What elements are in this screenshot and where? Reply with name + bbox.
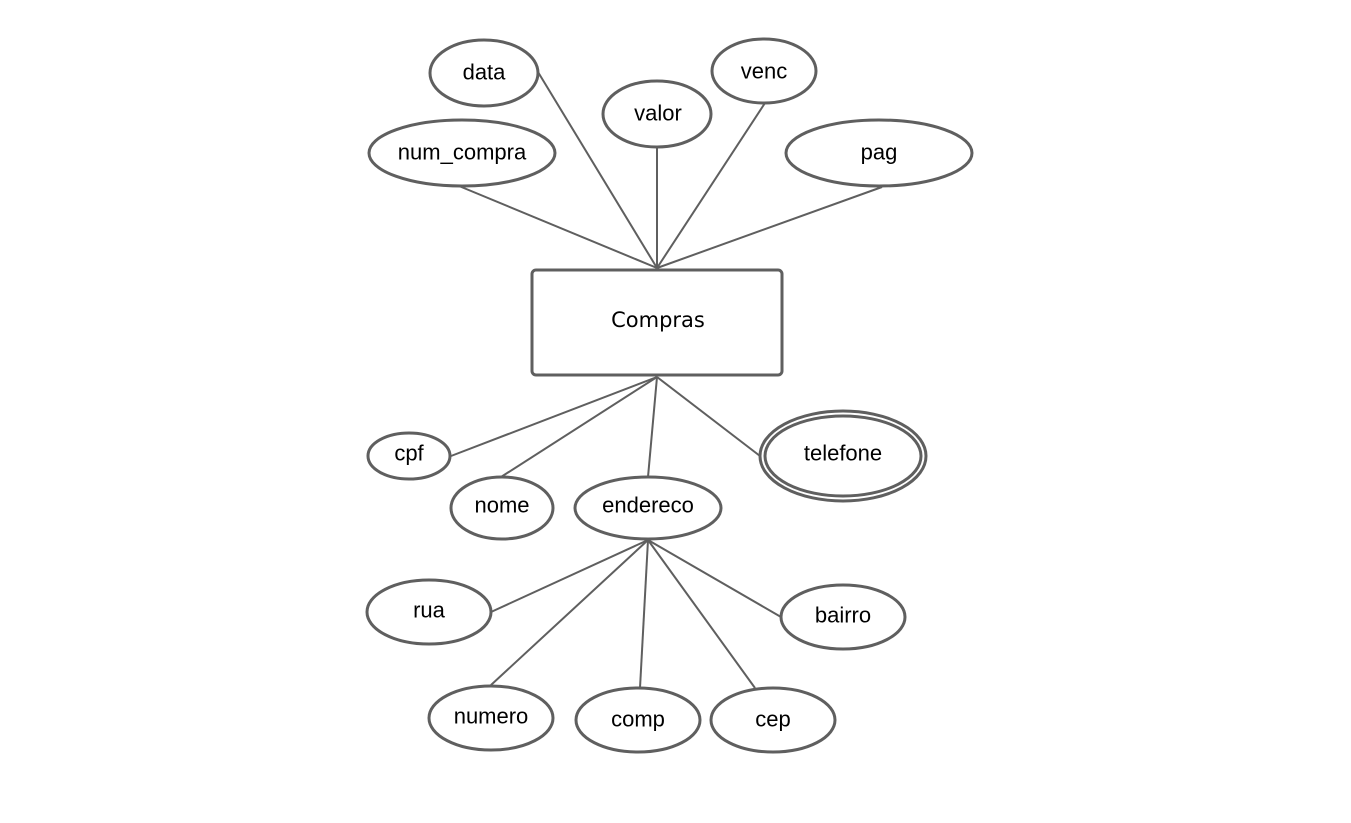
attribute-comp[interactable]: comp bbox=[574, 686, 702, 754]
connector-bairro bbox=[647, 539, 782, 618]
attribute-ellipse bbox=[366, 431, 452, 481]
attribute-label: telefone bbox=[804, 441, 882, 466]
connector-venc bbox=[656, 102, 766, 269]
attribute-num-compra[interactable]: num_compra bbox=[367, 118, 557, 188]
connector-telefone bbox=[656, 376, 761, 457]
connector-num-compra bbox=[458, 185, 658, 269]
attribute-label: venc bbox=[741, 59, 787, 84]
attribute-label: numero bbox=[454, 704, 529, 729]
connectors-endereco-to-subattributes bbox=[490, 539, 782, 689]
attribute-label: rua bbox=[413, 598, 446, 623]
connector-comp bbox=[639, 539, 649, 689]
connectors-entity-to-bottom-attributes bbox=[450, 376, 761, 478]
attribute-nome[interactable]: nome bbox=[449, 475, 555, 541]
entity-compras[interactable]: Compras bbox=[530, 268, 784, 377]
attribute-label: comp bbox=[611, 707, 665, 732]
connector-cep bbox=[647, 539, 756, 689]
attribute-label: cpf bbox=[394, 441, 424, 466]
attribute-cep[interactable]: cep bbox=[709, 686, 837, 754]
attribute-ellipse bbox=[428, 38, 540, 108]
attribute-ellipse bbox=[601, 79, 713, 149]
attribute-ellipse bbox=[365, 578, 493, 646]
attribute-bairro[interactable]: bairro bbox=[779, 583, 907, 651]
connector-nome bbox=[500, 376, 658, 478]
attribute-label: valor bbox=[634, 101, 682, 126]
attribute-pag[interactable]: pag bbox=[784, 118, 974, 188]
attribute-label: nome bbox=[474, 493, 529, 518]
attribute-ellipse bbox=[367, 118, 557, 188]
attribute-ellipse bbox=[573, 475, 723, 541]
attribute-label: cep bbox=[755, 707, 790, 732]
attribute-ellipse bbox=[779, 583, 907, 651]
attribute-rua[interactable]: rua bbox=[365, 578, 493, 646]
connector-pag bbox=[656, 186, 883, 269]
attribute-inner-ellipse bbox=[763, 414, 923, 498]
attribute-telefone-multivalued[interactable]: telefone bbox=[758, 409, 928, 503]
attribute-ellipse bbox=[709, 686, 837, 754]
attribute-ellipse bbox=[710, 37, 818, 105]
attribute-ellipse bbox=[427, 684, 555, 752]
attribute-label: data bbox=[463, 60, 507, 85]
attribute-ellipse bbox=[449, 475, 555, 541]
attribute-label: endereco bbox=[602, 493, 694, 518]
attribute-label: num_compra bbox=[398, 140, 527, 165]
attribute-endereco[interactable]: endereco bbox=[573, 475, 723, 541]
attribute-ellipse bbox=[574, 686, 702, 754]
attribute-valor[interactable]: valor bbox=[601, 79, 713, 149]
connector-numero bbox=[490, 539, 649, 686]
attribute-label: bairro bbox=[815, 603, 871, 628]
entity-label: Compras bbox=[611, 308, 705, 332]
attribute-venc[interactable]: venc bbox=[710, 37, 818, 105]
attribute-cpf[interactable]: cpf bbox=[366, 431, 452, 481]
attribute-ellipse bbox=[784, 118, 974, 188]
connector-data bbox=[537, 71, 658, 269]
attribute-label: pag bbox=[861, 140, 898, 165]
connector-cpf bbox=[450, 376, 658, 457]
entity-box bbox=[530, 268, 784, 377]
connector-rua bbox=[490, 539, 649, 613]
connector-endereco bbox=[647, 376, 658, 478]
connectors-entity-to-top-attributes bbox=[458, 71, 883, 269]
attribute-numero[interactable]: numero bbox=[427, 684, 555, 752]
attribute-data[interactable]: data bbox=[428, 38, 540, 108]
